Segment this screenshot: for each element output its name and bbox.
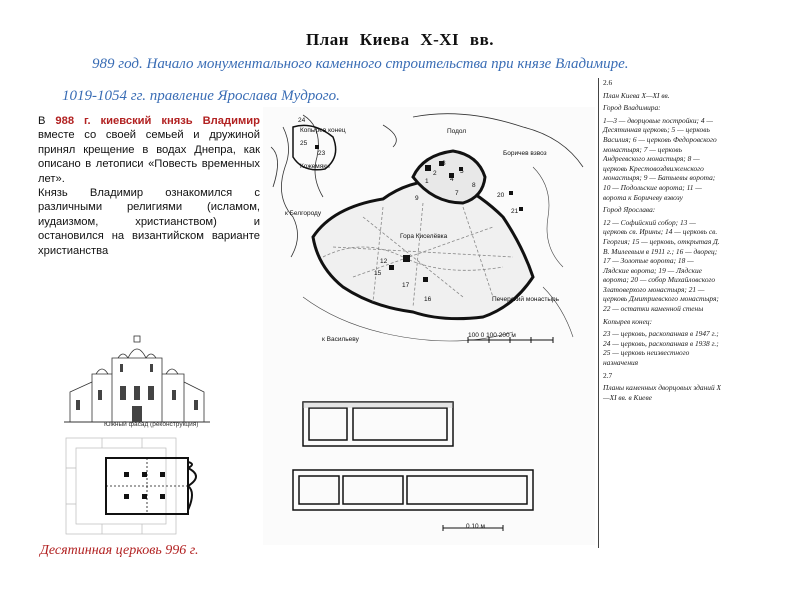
map-number: 15 xyxy=(374,270,382,277)
map-number: 21 xyxy=(511,208,519,215)
label-kozhemyaki: Кожемяки xyxy=(300,163,330,170)
intro-paragraph-2: Князь Владимир ознакомился с различными … xyxy=(38,187,260,257)
subtitle-1019: 1019-1054 гг. правление Ярослава Мудрого… xyxy=(62,88,340,104)
map-number: 17 xyxy=(402,282,410,289)
intro-paragraph-1: В 988 г. киевский князь Владимир вместе … xyxy=(38,114,260,186)
map-number: 20 xyxy=(497,192,505,199)
map-legend: 2.6 План Киева X—XI вв. Город Владимира:… xyxy=(598,78,721,548)
legend-yaroslav-items: 12 — Софийский собор; 13 — церковь св. И… xyxy=(603,217,720,314)
legend-kopyrev-title: Копырев конец: xyxy=(603,316,653,326)
church-plan-drawing xyxy=(65,437,197,535)
intro-p1-pre: В xyxy=(38,115,56,127)
legend-yaroslav-title: Город Ярослава: xyxy=(603,205,656,215)
church-facade-caption: Южный фасад (реконструкция) xyxy=(104,421,199,428)
label-pechersky: Печерский монастырь xyxy=(492,296,560,303)
legend-heading: План Киева X—XI вв. xyxy=(603,90,670,100)
map-number: 24 xyxy=(298,117,306,124)
legend-vladimir-title: Город Владимира: xyxy=(603,103,661,113)
map-number: 23 xyxy=(318,150,326,157)
intro-p1-highlight: 988 г. киевский князь Владимир xyxy=(55,115,260,127)
intro-text: В 988 г. киевский князь Владимир вместе … xyxy=(38,114,260,258)
legend-kopyrev-items: 23 — церковь, раскопанная в 1947 г.; 24 … xyxy=(603,329,719,368)
legend-figure-2-number: 2.7 xyxy=(603,370,613,380)
map-number: 12 xyxy=(380,258,388,265)
label-vasilev: к Васильеву xyxy=(322,336,359,343)
church-name: Десятинная церковь 996 г. xyxy=(40,543,199,558)
map-number: 25 xyxy=(300,140,308,147)
map-number: 9 xyxy=(415,195,419,202)
map-number: 7 xyxy=(455,190,459,197)
subtitle-989: 989 год. Начало монументального каменног… xyxy=(92,56,629,72)
page-title: План Киева X-XI вв. xyxy=(305,30,495,49)
label-kopyrev: Копырев конец xyxy=(300,127,346,134)
label-borichev: Боричев взвоз xyxy=(503,150,547,157)
legend-vladimir-items: 1—3 — дворцовые постройки; 4 — Десятинна… xyxy=(603,115,717,202)
kiev-city-map xyxy=(270,113,584,343)
map-number: 2 xyxy=(433,170,437,177)
label-scale-2: 0 10 м xyxy=(466,523,485,530)
map-number: 3 xyxy=(442,160,446,167)
palace-plans-drawing xyxy=(292,401,534,531)
label-podol: Подол xyxy=(447,128,467,135)
intro-p1-post: вместе со своей семьей и дружиной принял… xyxy=(38,129,260,185)
church-facade-drawing xyxy=(64,335,210,423)
legend-figure-2-caption: Планы каменных дворцовых зданий X—XI вв.… xyxy=(603,383,721,402)
label-belgorod: к Белгороду xyxy=(285,210,322,217)
map-number: 1 xyxy=(425,178,429,185)
map-number: 8 xyxy=(472,182,476,189)
map-number: 4 xyxy=(450,176,454,183)
map-number: 5 xyxy=(460,168,464,175)
label-goroditsa: Гора Киселёвка xyxy=(400,233,448,240)
legend-figure-number: 2.6 xyxy=(603,78,613,87)
map-number: 16 xyxy=(424,296,432,303)
label-scale: 100 0 100 200 м xyxy=(468,332,516,339)
